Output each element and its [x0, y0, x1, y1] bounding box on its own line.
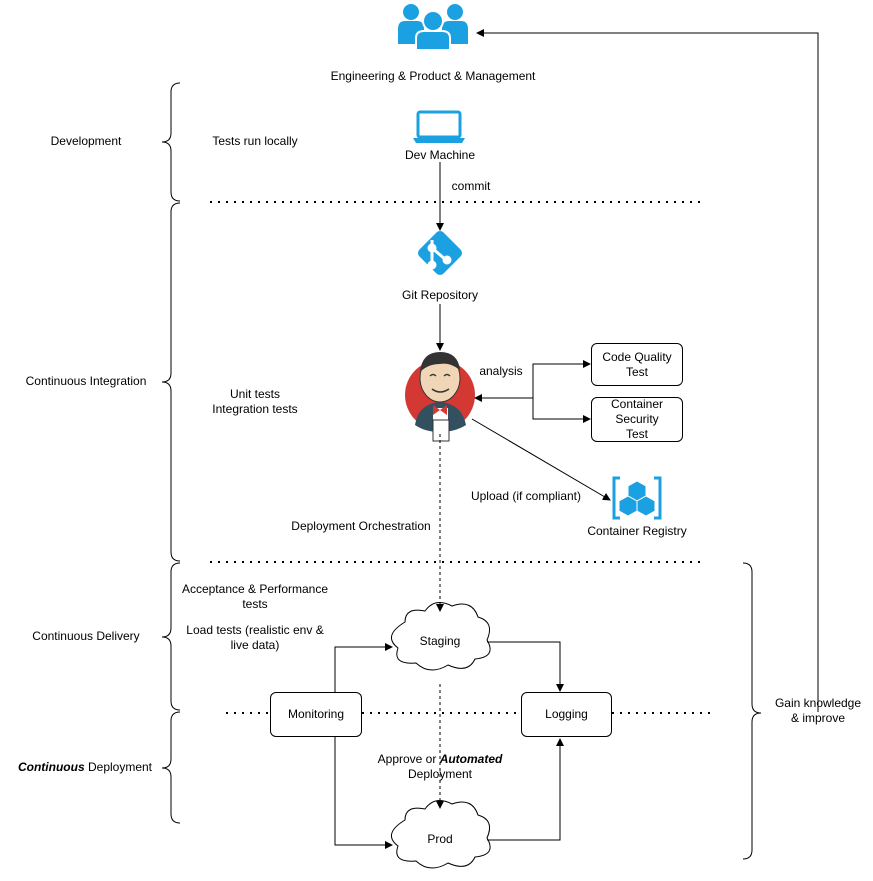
note-gain-line1: Gain knowledge: [774, 696, 862, 710]
code-quality-line1: Code Quality: [602, 349, 672, 364]
edge-analysis-security: [532, 398, 591, 423]
stage-deployment-italic: Continuous: [17, 760, 85, 774]
edge-label-orchestration: Deployment Orchestration: [291, 519, 431, 533]
jenkins-butler-icon: [405, 352, 475, 442]
note-gain-knowledge: Gain knowledge & improve: [763, 696, 873, 726]
edge-label-upload: Upload (if compliant): [470, 489, 582, 503]
brace-development: [161, 82, 181, 202]
staging-label: Staging: [419, 634, 461, 648]
git-repo-label: Git Repository: [401, 288, 479, 302]
note-acceptance-line1: Acceptance & Performance: [181, 582, 329, 596]
approve-prefix: Approve or: [377, 752, 440, 766]
edge-feedback-loop: [476, 29, 819, 712]
stage-development: Development: [50, 134, 122, 148]
note-gain-line2: & improve: [790, 711, 846, 725]
monitoring-box[interactable]: Monitoring: [270, 692, 362, 737]
note-acceptance-line2: tests: [242, 597, 268, 611]
git-icon: [418, 231, 462, 275]
users-label: Engineering & Product & Management: [330, 69, 536, 83]
code-quality-line2: Test: [625, 364, 648, 379]
container-security-line2: Security: [615, 412, 659, 426]
note-tests-local: Tests run locally: [212, 134, 298, 148]
note-load-tests: Load tests (realistic env & live data): [175, 623, 335, 653]
brace-deployment: [161, 711, 181, 824]
note-unit-tests: Unit tests Integration tests: [200, 387, 310, 417]
container-security-line1: Container: [610, 397, 664, 411]
stage-delivery: Continuous Delivery: [32, 629, 140, 643]
edge-prod-logging: [487, 738, 564, 841]
note-load-line2: live data): [230, 638, 280, 652]
edge-label-approve: Approve or Automated Deployment: [370, 752, 510, 782]
approve-line2: Deployment: [407, 767, 473, 781]
approve-italic: Automated: [439, 752, 503, 766]
edge-staging-logging: [487, 641, 564, 692]
stage-ci: Continuous Integration: [25, 374, 147, 388]
container-registry-label: Container Registry: [587, 524, 687, 538]
edge-label-commit: commit: [451, 179, 491, 193]
staging-cloud: [390, 601, 491, 671]
edge-monitoring-staging: [334, 643, 393, 692]
logging-box[interactable]: Logging: [521, 692, 612, 737]
edge-label-analysis: analysis: [479, 364, 523, 378]
prod-label: Prod: [427, 832, 453, 846]
prod-cloud: [390, 799, 491, 869]
container-security-line3: Test: [625, 427, 648, 441]
stage-deployment: Continuous Deployment: [5, 760, 165, 775]
brace-delivery: [161, 562, 181, 711]
edge-monitoring-prod: [334, 737, 393, 849]
laptop-icon: [413, 110, 465, 143]
container-registry-icon: [612, 476, 662, 520]
brace-ci: [161, 202, 181, 562]
note-acceptance: Acceptance & Performance tests: [175, 582, 335, 612]
brace-feedback: [742, 562, 762, 860]
stage-deployment-rest: Deployment: [84, 760, 153, 774]
dev-machine-label: Dev Machine: [404, 148, 476, 162]
edge-jenkins-registry: [471, 418, 611, 501]
note-load-line1: Load tests (realistic env &: [186, 623, 324, 637]
users-group-icon: [398, 4, 468, 51]
note-unit-tests-line: Unit tests: [229, 387, 280, 401]
note-integration-tests-line: Integration tests: [212, 402, 298, 416]
edge-analysis-code-quality: [532, 360, 591, 398]
